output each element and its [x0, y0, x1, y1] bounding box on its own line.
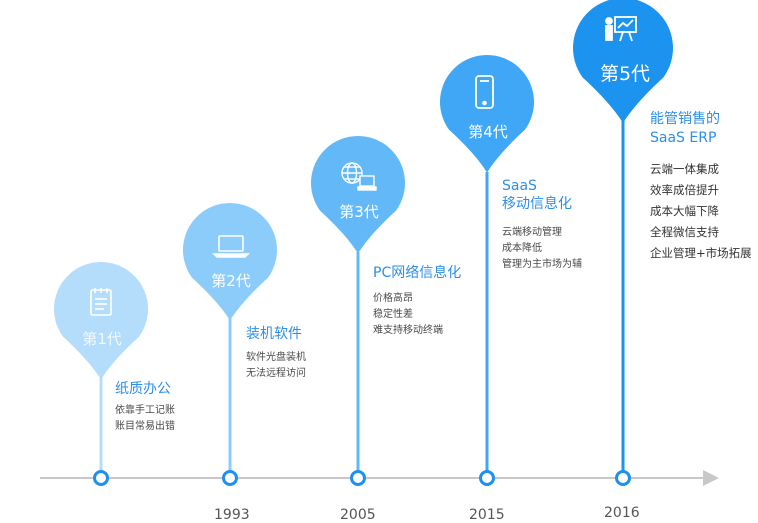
gen2-desc: 软件光盘装机 无法远程访问: [246, 350, 306, 382]
desc-line: 效率成倍提升: [650, 183, 719, 197]
pin-label-gen3: 第3代: [339, 203, 379, 221]
pin-marker-gen2: [182, 202, 277, 321]
desc-line: 全程微信支持: [650, 225, 719, 239]
desc-line: 依靠手工记账: [115, 405, 175, 416]
desc-line: 云端移动管理: [502, 227, 562, 238]
timeline-node-gen1: [93, 470, 109, 486]
pin-label-gen5: 第5代: [599, 63, 651, 85]
pin-label-gen1: 第1代: [82, 330, 122, 348]
gen1-title: 纸质办公: [115, 381, 171, 397]
desc-line: 稳定性差: [373, 309, 413, 320]
gen3-title: PC网络信息化: [373, 265, 462, 281]
pin-marker-gen5: [573, 0, 673, 123]
gen1-desc: 依靠手工记账 账目常易出错: [115, 403, 175, 435]
year-label-2015: 2015: [469, 507, 505, 523]
desc-line: 企业管理+市场拓展: [650, 246, 752, 260]
timeline-node-gen5: [615, 470, 631, 486]
pin-label-gen4: 第4代: [468, 123, 508, 141]
desc-line: 账目常易出错: [115, 421, 175, 432]
gen5-title: 能管销售的 SaaS ERP: [650, 111, 720, 146]
timeline-node-gen4: [479, 470, 495, 486]
desc-line: 成本降低: [502, 243, 542, 254]
pin-marker-gen1: [54, 262, 148, 380]
timeline-arrow-icon: [703, 470, 719, 486]
pin-marker-gen4: [440, 55, 534, 173]
year-label-1993: 1993: [214, 507, 250, 523]
gen4-title: SaaS 移动信息化: [502, 178, 572, 212]
pin-marker-gen3: [311, 135, 405, 254]
desc-line: 云端一体集成: [650, 162, 719, 176]
desc-line: 成本大幅下降: [650, 204, 719, 218]
year-label-2016: 2016: [604, 505, 640, 521]
desc-line: 管理为主市场为辅: [502, 259, 582, 270]
desc-line: 无法远程访问: [246, 368, 306, 379]
desc-line: 难支持移动终端: [373, 325, 443, 336]
gen2-title: 装机软件: [246, 326, 302, 342]
year-label-2005: 2005: [340, 507, 376, 523]
timeline-node-gen3: [350, 470, 366, 486]
timeline-node-gen2: [222, 470, 238, 486]
pin-label-gen2: 第2代: [211, 272, 251, 290]
gen4-desc: 云端移动管理 成本降低 管理为主市场为辅: [502, 225, 582, 273]
desc-line: 价格高昂: [373, 293, 413, 304]
gen3-desc: 价格高昂 稳定性差 难支持移动终端: [373, 291, 443, 339]
gen5-desc: 云端一体集成 效率成倍提升 成本大幅下降 全程微信支持 企业管理+市场拓展: [650, 159, 752, 264]
desc-line: 软件光盘装机: [246, 352, 306, 363]
